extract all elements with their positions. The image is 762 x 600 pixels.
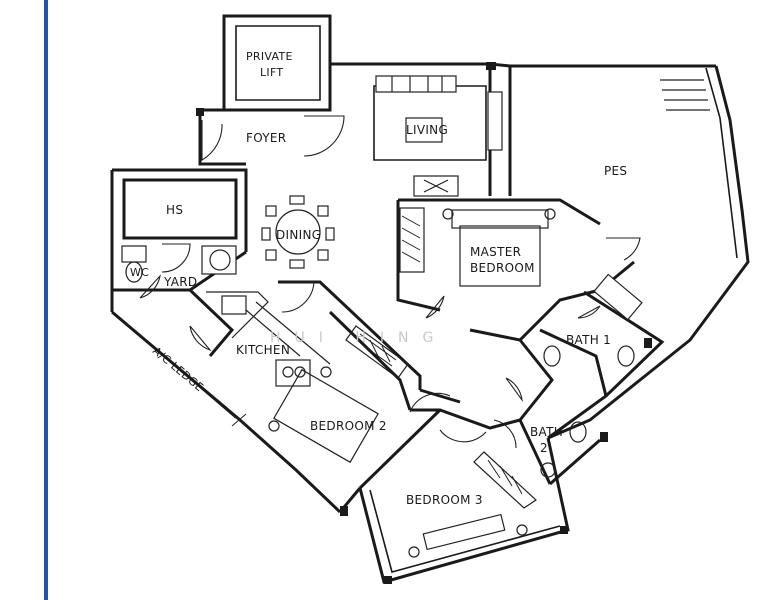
fixtures [121, 62, 710, 584]
room-labels: PRIVATE LIFT FOYER LIVING PES HS DINING … [130, 50, 627, 507]
label-private-lift-line1: PRIVATE [246, 50, 293, 63]
label-yard: YARD [163, 275, 197, 289]
label-bath-2-line1: BATH [530, 425, 563, 439]
left-border-rule [44, 0, 48, 600]
watermark-text: HUI HING [270, 330, 447, 346]
label-master-bedroom-line1: MASTER [470, 245, 521, 259]
label-ac-ledge: A/C LEDGE [150, 344, 206, 394]
label-bedroom-2: BEDROOM 2 [310, 419, 387, 433]
label-foyer: FOYER [246, 131, 286, 145]
label-living: LIVING [406, 123, 448, 137]
label-pes: PES [604, 164, 627, 178]
label-wc: WC [130, 266, 149, 279]
label-bedroom-3: BEDROOM 3 [406, 493, 483, 507]
label-hs: HS [166, 203, 183, 217]
label-bath-2-line2: 2 [540, 441, 548, 455]
label-dining: DINING [276, 228, 321, 242]
door-swings [139, 115, 641, 449]
label-bath-1: BATH 1 [566, 333, 611, 347]
label-master-bedroom-line2: BEDROOM [470, 261, 535, 275]
label-kitchen: KITCHEN [236, 343, 290, 357]
label-private-lift-line2: LIFT [260, 66, 283, 79]
